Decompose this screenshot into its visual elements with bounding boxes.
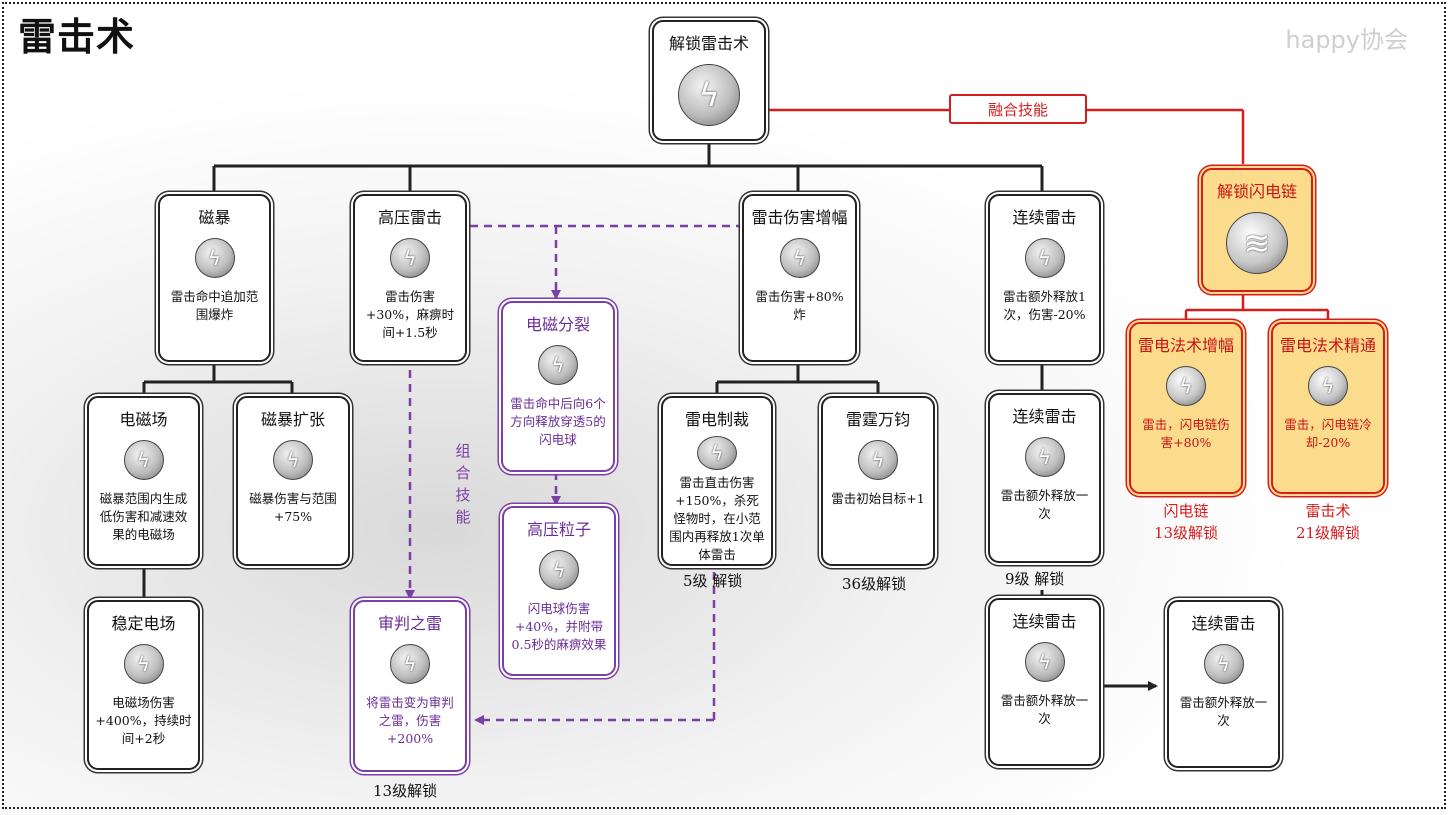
skill-desc: 雷击命中追加范围爆炸 <box>170 289 259 322</box>
skill-name: 审判之雷 <box>377 614 442 633</box>
lightning-bolt-icon: ϟ <box>1308 366 1348 406</box>
lightning-orb-icon: ϟ <box>194 238 235 278</box>
lightning-orb-icon: ϟ <box>123 644 164 684</box>
lightning-orb-icon: ϟ <box>779 238 820 278</box>
skill-name: 电磁分裂 <box>525 315 590 334</box>
unlock-level-lianxu: 9级 解锁 <box>1005 570 1065 588</box>
lightning-orb-icon: ϟ <box>538 345 578 385</box>
unlock-req-level: 13级解锁 <box>1153 524 1219 542</box>
skill-name: 解锁闪电链 <box>1216 182 1297 201</box>
skill-name: 连续雷击 <box>1012 407 1077 426</box>
skill-card-lianxu-3[interactable]: 连续雷击 ϟ 雷击额外释放一次 <box>988 598 1101 766</box>
skill-name: 连续雷击 <box>1191 614 1256 633</box>
lightning-orb-icon: ϟ <box>858 440 898 480</box>
skill-card-dianci[interactable]: 电磁场 ϟ 磁暴范围内生成低伤害和减速效果的电磁场 <box>87 396 200 566</box>
skill-card-shanghai[interactable]: 雷击伤害增幅 ϟ 雷击伤害+80%炸 <box>742 194 857 362</box>
skill-name: 雷电制裁 <box>684 410 749 429</box>
lightning-orb-icon: ϟ <box>539 550 579 590</box>
skill-name: 雷电法术精通 <box>1279 336 1376 355</box>
skill-name: 高压雷击 <box>377 208 442 227</box>
skill-desc: 雷击，闪电链冷却-20% <box>1284 417 1372 450</box>
skill-desc: 雷击初始目标+1 <box>831 491 925 506</box>
arrow-head <box>1148 681 1158 691</box>
skill-desc: 雷击伤害+80%炸 <box>755 289 844 322</box>
skill-card-gaoya[interactable]: 高压雷击 ϟ 雷击伤害+30%，麻痹时间+1.5秒 <box>353 194 467 362</box>
lightning-orb-icon: ϟ <box>123 440 164 480</box>
lightning-bolt-icon: ϟ <box>1166 366 1206 406</box>
fusion-skill-label: 融合技能 <box>949 94 1087 124</box>
skill-card-unlock-thunder[interactable]: 解锁雷击术 ϟ <box>652 20 766 141</box>
unlock-req-jingtong: 雷击术 21级解锁 <box>1288 500 1368 544</box>
skill-desc: 雷击额外释放1次，伤害-20% <box>1003 289 1086 322</box>
skill-card-shenpan[interactable]: 审判之雷 ϟ 将雷击变为审判之雷，伤害+200% <box>353 600 467 772</box>
skill-card-wending[interactable]: 稳定电场 ϟ 电磁场伤害+400%，持续时间+2秒 <box>87 600 200 770</box>
skill-card-kuozhang[interactable]: 磁暴扩张 ϟ 磁暴伤害与范围+75% <box>236 396 350 566</box>
skill-card-unlock-chain[interactable]: 解锁闪电链 ≋ <box>1201 168 1313 292</box>
skill-card-fenlie[interactable]: 电磁分裂 ϟ 雷击命中后向6个方向释放穿透5的闪电球 <box>501 301 615 472</box>
skill-card-zhicai[interactable]: 雷电制裁 ϟ 雷击直击伤害+150%，杀死怪物时，在小范围内再释放1次单体雷击 <box>661 396 773 566</box>
skill-desc: 雷击直击伤害+150%，杀死怪物时，在小范围内再释放1次单体雷击 <box>669 475 765 562</box>
skill-name: 磁暴 <box>198 208 231 227</box>
lightning-orb-icon: ϟ <box>390 644 430 684</box>
lightning-orb-icon: ϟ <box>1203 644 1244 684</box>
lightning-orb-icon: ϟ <box>1024 238 1065 278</box>
unlock-req-skill: 雷击术 <box>1305 502 1351 520</box>
skill-name: 电磁场 <box>119 410 168 429</box>
skill-name: 雷击伤害增幅 <box>751 208 848 227</box>
lightning-orb-icon: ϟ <box>1024 642 1065 682</box>
skill-desc: 电磁场伤害+400%，持续时间+2秒 <box>95 695 192 746</box>
skill-name: 雷电法术增幅 <box>1137 336 1234 355</box>
skill-name: 稳定电场 <box>111 614 176 633</box>
skill-card-cibao[interactable]: 磁暴 ϟ 雷击命中追加范围爆炸 <box>158 194 271 362</box>
skill-desc: 雷击额外释放一次 <box>1179 695 1268 728</box>
skill-name: 连续雷击 <box>1012 208 1077 227</box>
lightning-orb-icon: ϟ <box>273 440 313 480</box>
skill-name: 雷霆万钧 <box>845 410 910 429</box>
skill-name: 高压粒子 <box>526 520 591 539</box>
skill-card-lianxu-4[interactable]: 连续雷击 ϟ 雷击额外释放一次 <box>1167 600 1280 768</box>
lightning-orb-icon: ϟ <box>697 436 737 470</box>
skill-desc: 雷击命中后向6个方向释放穿透5的闪电球 <box>510 396 606 447</box>
chain-lightning-icon: ≋ <box>1226 212 1288 274</box>
brand-watermark: happy协会 <box>1285 26 1408 54</box>
skill-card-jingtong[interactable]: 雷电法术精通 ϟ 雷击，闪电链冷却-20% <box>1271 322 1385 494</box>
skill-card-wanjun[interactable]: 雷霆万钧 ϟ 雷击初始目标+1 <box>821 396 935 566</box>
skill-desc: 雷击，闪电链伤害+80% <box>1142 417 1230 450</box>
unlock-level-wanjun: 36级解锁 <box>842 575 907 593</box>
skill-desc: 闪电球伤害+40%，并附带0.5秒的麻痹效果 <box>511 601 607 652</box>
skill-card-zengfu[interactable]: 雷电法术增幅 ϟ 雷击，闪电链伤害+80% <box>1129 322 1243 494</box>
unlock-req-zengfu: 闪电链 13级解锁 <box>1146 500 1226 544</box>
skill-desc: 将雷击变为审判之雷，伤害+200% <box>366 695 454 746</box>
skill-desc: 雷击伤害+30%，麻痹时间+1.5秒 <box>365 289 455 340</box>
skill-name: 磁暴扩张 <box>260 410 325 429</box>
lightning-orb-icon: ϟ <box>678 64 740 126</box>
lightning-orb-icon: ϟ <box>390 238 430 278</box>
skill-desc: 雷击额外释放一次 <box>1000 488 1089 521</box>
combo-skill-label: 组合技能 <box>455 442 471 526</box>
skill-name: 连续雷击 <box>1012 612 1077 631</box>
skill-desc: 磁暴范围内生成低伤害和减速效果的电磁场 <box>99 491 188 542</box>
unlock-req-skill: 闪电链 <box>1163 502 1209 520</box>
skill-card-lianxu-1[interactable]: 连续雷击 ϟ 雷击额外释放1次，伤害-20% <box>988 194 1101 362</box>
unlock-level-zhicai: 5级 解锁 <box>683 572 743 590</box>
unlock-req-level: 21级解锁 <box>1295 524 1361 542</box>
skill-desc: 雷击额外释放一次 <box>1000 693 1089 726</box>
skill-card-lizi[interactable]: 高压粒子 ϟ 闪电球伤害+40%，并附带0.5秒的麻痹效果 <box>502 506 616 676</box>
skill-card-lianxu-2[interactable]: 连续雷击 ϟ 雷击额外释放一次 <box>988 393 1101 563</box>
unlock-level-shenpan: 13级解锁 <box>373 782 438 800</box>
lightning-orb-icon: ϟ <box>1024 437 1065 477</box>
page-title: 雷击术 <box>18 15 136 59</box>
skill-desc: 磁暴伤害与范围+75% <box>249 491 337 524</box>
skill-name: 解锁雷击术 <box>668 34 749 53</box>
